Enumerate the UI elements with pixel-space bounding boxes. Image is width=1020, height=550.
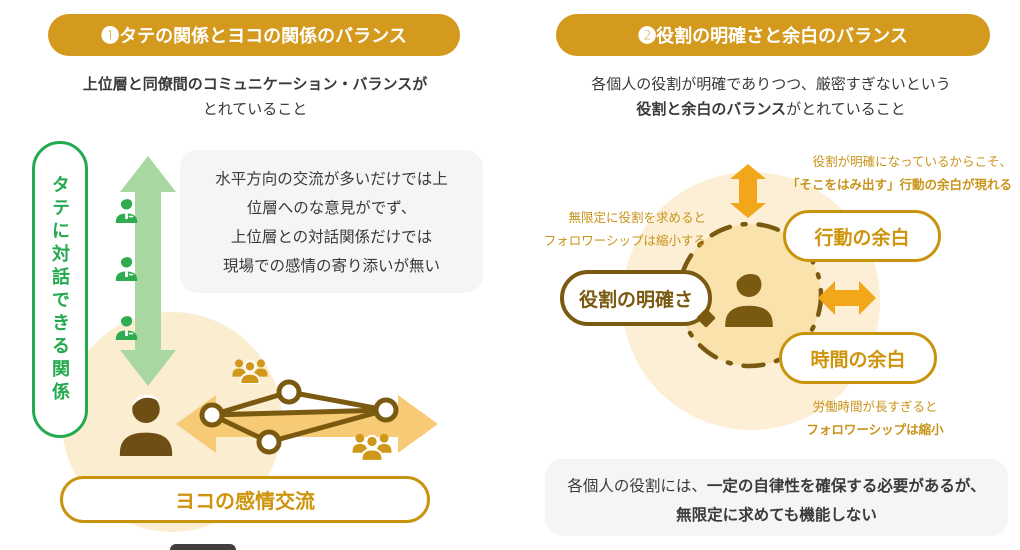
right-panel-title: ❷役割の明確さと余白のバランス bbox=[556, 14, 990, 56]
vertical-double-arrow-icon bbox=[730, 164, 766, 218]
left-subtitle: 上位層と同僚間のコミュニケーション・バランスが とれていること bbox=[25, 72, 485, 122]
role-clarity-label: 役割の明確さ bbox=[578, 289, 693, 311]
annotation-role-clarity-top: 役割が明確になっているからこそ、 「そこをはみ出す」行動の余白が現れる bbox=[700, 151, 1012, 197]
action-margin-pill: 行動の余白 bbox=[783, 210, 941, 262]
central-person-icon bbox=[113, 390, 179, 456]
summary-line1-normal: 各個人の役割には、 bbox=[567, 478, 707, 495]
group-icon bbox=[232, 359, 268, 384]
peer-network-graph bbox=[195, 373, 405, 463]
time-margin-pill: 時間の余白 bbox=[779, 332, 937, 384]
people-group-icon bbox=[351, 430, 393, 461]
annotation-left-line2: フォロワーシップは縮小する bbox=[543, 234, 706, 248]
annotation-bottom-line2: フォロワーシップは縮小 bbox=[806, 423, 944, 437]
action-margin-label: 行動の余白 bbox=[814, 227, 910, 249]
left-subtitle-line2: とれていること bbox=[202, 101, 308, 118]
manager-person-icon bbox=[113, 196, 140, 223]
vertical-relation-pill: タテに対話できる関係 bbox=[32, 141, 88, 438]
annotation-unlimited-role: 無限定に役割を求めると フォロワーシップは縮小する bbox=[530, 207, 706, 253]
person-icon bbox=[119, 394, 173, 456]
network-icon bbox=[199, 379, 399, 455]
left-explanation-bubble: 水平方向の交流が多いだけでは上 位層へのな意見がでず、 上位層との対話関係だけで… bbox=[180, 150, 483, 293]
right-subtitle-line1: 各個人の役割が明確でありつつ、厳密すぎないという bbox=[591, 76, 951, 93]
horizontal-margin-arrow bbox=[818, 276, 876, 320]
bubble-line: 上位層との対話関係だけでは bbox=[230, 229, 433, 246]
person-icon bbox=[115, 197, 138, 223]
right-subtitle-line2-bold: 役割と余白のバランス bbox=[636, 101, 787, 118]
right-subtitle: 各個人の役割が明確でありつつ、厳密すぎないという 役割と余白のバランスがとれてい… bbox=[540, 72, 1002, 122]
horizontal-emotion-pill: ヨコの感情交流 bbox=[60, 476, 430, 523]
vertical-relation-label: タテに対話できる関係 bbox=[50, 174, 70, 405]
people-group-icon bbox=[231, 356, 269, 384]
bubble-line: 位層へのな意見がでず、 bbox=[246, 200, 417, 217]
annotation-left-line1: 無限定に役割を求めると bbox=[568, 211, 706, 225]
horizontal-emotion-label: ヨコの感情交流 bbox=[175, 491, 315, 513]
bubble-line: 水平方向の交流が多いだけでは上 bbox=[215, 171, 448, 188]
annotation-working-hours: 労働時間が長すぎると フォロワーシップは縮小 bbox=[768, 396, 982, 442]
left-subtitle-line1: 上位層と同僚間のコミュニケーション・バランスが bbox=[82, 76, 428, 93]
left-panel-title-label: ❶タテの関係とヨコの関係のバランス bbox=[101, 26, 407, 46]
role-clarity-pill: 役割の明確さ bbox=[560, 270, 716, 328]
vertical-margin-arrow bbox=[730, 164, 766, 218]
annotation-top-line2: 「そこをはみ出す」行動の余白が現れる bbox=[786, 178, 1012, 192]
manager-person-icon bbox=[113, 254, 140, 281]
right-panel-title-label: ❷役割の明確さと余白のバランス bbox=[638, 26, 908, 46]
role-person-icon bbox=[719, 267, 779, 327]
summary-line1-bold: 一定の自律性を確保する必要があるが、 bbox=[706, 478, 986, 495]
horizontal-double-arrow-icon bbox=[176, 395, 438, 453]
bubble-line: 現場での感情の寄り添いが無い bbox=[222, 258, 440, 275]
annotation-top-line1: 役割が明確になっているからこそ、 bbox=[812, 155, 1012, 169]
horizontal-double-arrow-icon bbox=[818, 281, 876, 315]
vertical-double-arrow bbox=[120, 156, 176, 386]
vertical-double-arrow-icon bbox=[120, 156, 176, 386]
horizontal-double-arrow bbox=[176, 395, 438, 453]
person-icon bbox=[115, 314, 138, 340]
group-icon bbox=[352, 433, 392, 461]
right-subtitle-line2-rest: がとれていること bbox=[786, 101, 906, 118]
left-panel-title: ❶タテの関係とヨコの関係のバランス bbox=[48, 14, 460, 56]
right-summary-box: 各個人の役割には、一定の自律性を確保する必要があるが、 無限定に求めても機能しな… bbox=[545, 459, 1008, 536]
cropped-bottom-element bbox=[170, 544, 236, 550]
person-icon bbox=[115, 255, 138, 281]
person-icon bbox=[725, 271, 773, 327]
annotation-bottom-line1: 労働時間が長すぎると bbox=[812, 400, 938, 414]
summary-line2: 無限定に求めても機能しない bbox=[676, 507, 877, 524]
time-margin-label: 時間の余白 bbox=[810, 349, 906, 371]
manager-person-icon bbox=[113, 313, 140, 340]
